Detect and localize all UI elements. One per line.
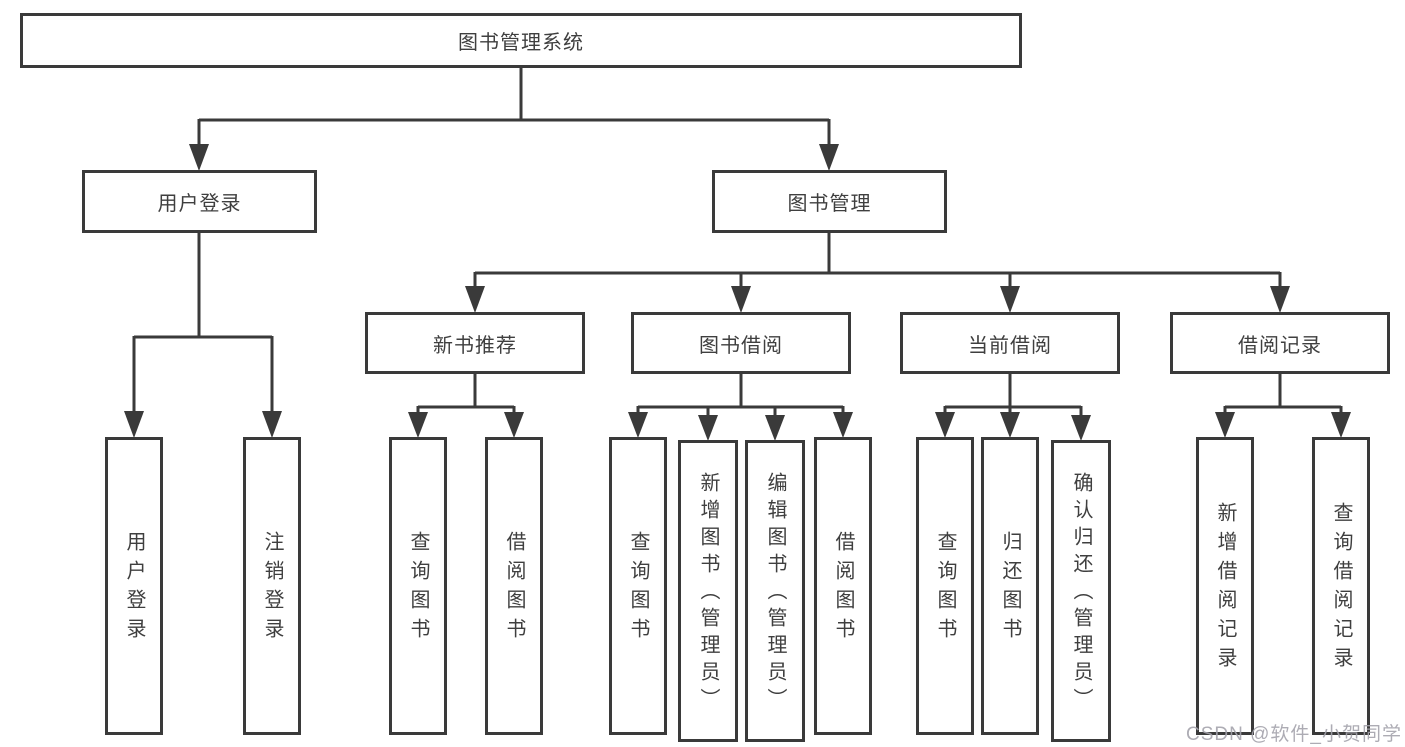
leaf-return-books: 归还图书 bbox=[981, 437, 1039, 735]
leaf-query-books-recommend: 查询图书 bbox=[389, 437, 447, 735]
leaf-query-books-borrow: 查询图书 bbox=[609, 437, 667, 735]
leaf-borrow-books-recommend: 借阅图书 bbox=[485, 437, 543, 735]
leaf-add-books-admin: 新增图书（管理员） bbox=[678, 440, 738, 742]
leaf-edit-books-admin: 编辑图书（管理员） bbox=[745, 440, 805, 742]
node-book-borrow: 图书借阅 bbox=[631, 312, 851, 374]
leaf-query-books-current: 查询图书 bbox=[916, 437, 974, 735]
leaf-borrow-books-borrow: 借阅图书 bbox=[814, 437, 872, 735]
node-current-borrow: 当前借阅 bbox=[900, 312, 1120, 374]
node-borrow-records: 借阅记录 bbox=[1170, 312, 1390, 374]
node-book-management: 图书管理 bbox=[712, 170, 947, 233]
leaf-user-login: 用户登录 bbox=[105, 437, 163, 735]
leaf-logout: 注销登录 bbox=[243, 437, 301, 735]
node-new-book-recommend: 新书推荐 bbox=[365, 312, 585, 374]
csdn-watermark: CSDN @软件_小贺同学 bbox=[1186, 724, 1402, 745]
leaf-confirm-return-admin: 确认归还（管理员） bbox=[1051, 440, 1111, 742]
leaf-query-borrow-record: 查询借阅记录 bbox=[1312, 437, 1370, 735]
node-root: 图书管理系统 bbox=[20, 13, 1022, 68]
node-user-login: 用户登录 bbox=[82, 170, 317, 233]
leaf-add-borrow-record: 新增借阅记录 bbox=[1196, 437, 1254, 735]
